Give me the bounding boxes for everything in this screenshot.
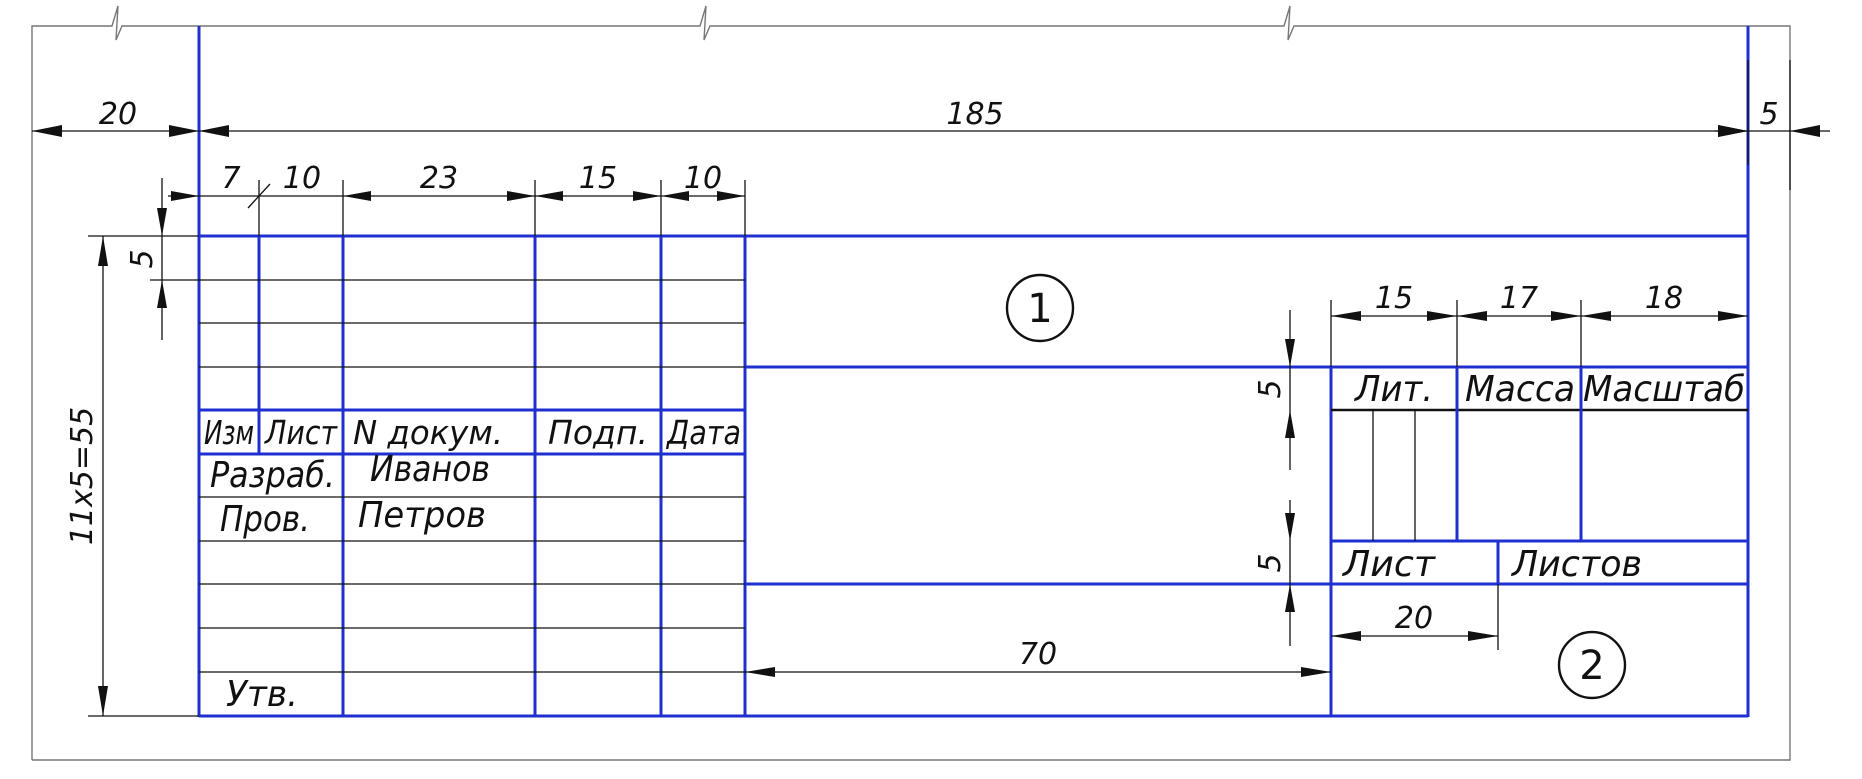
label-sheets: Листов <box>1510 544 1642 585</box>
zone2-number: 2 <box>1579 643 1604 689</box>
dim-row: 5 <box>125 249 160 268</box>
dim-height: 11x5=55 <box>65 407 100 545</box>
dim-row-lit: 5 <box>1253 379 1288 398</box>
dim-zone-width: 70 <box>1019 637 1057 672</box>
role-razrab: Разраб. <box>210 455 335 496</box>
label-sheet: Лист <box>1341 544 1436 585</box>
dim-row-list: 5 <box>1253 553 1288 572</box>
dim-col-list: 10 <box>283 161 321 196</box>
dim-width: 185 <box>946 97 1003 132</box>
header-dokum: N докум. <box>353 413 503 452</box>
dim-col-podp: 15 <box>579 161 617 196</box>
extension-lines <box>88 60 1791 717</box>
dim-masshtab: 18 <box>1645 281 1683 316</box>
label-lit: Лит. <box>1353 369 1433 410</box>
role-prov: Пров. <box>220 499 310 540</box>
dim-col-dokum: 23 <box>420 161 458 196</box>
label-massa: Масса <box>1465 369 1575 410</box>
left-table-grid <box>199 236 747 716</box>
dim-massa: 17 <box>1500 281 1538 316</box>
dim-left-margin: 20 <box>99 97 137 132</box>
role-utv: Утв. <box>226 674 298 715</box>
dimension-lines <box>32 125 1830 716</box>
dim-lit: 15 <box>1375 281 1413 316</box>
header-podp: Подп. <box>548 413 648 452</box>
zone1-circle <box>1005 273 1075 343</box>
header-data: Дата <box>665 413 741 452</box>
label-masshtab: Масштаб <box>1583 369 1745 410</box>
zone1-number: 1 <box>1027 286 1052 332</box>
zone2-circle <box>1557 630 1627 700</box>
role-prov-name: Петров <box>358 495 486 536</box>
role-razrab-name: Иванов <box>370 449 490 490</box>
right-block-grid <box>1331 367 1748 586</box>
dim-col-izm: 7 <box>221 161 240 196</box>
dim-col-data: 10 <box>684 161 722 196</box>
dim-list-width: 20 <box>1395 601 1433 636</box>
outer-frame <box>31 5 1791 761</box>
header-list: Лист <box>264 413 338 452</box>
header-izm: Изм <box>204 413 254 452</box>
dim-right-margin: 5 <box>1759 97 1778 132</box>
